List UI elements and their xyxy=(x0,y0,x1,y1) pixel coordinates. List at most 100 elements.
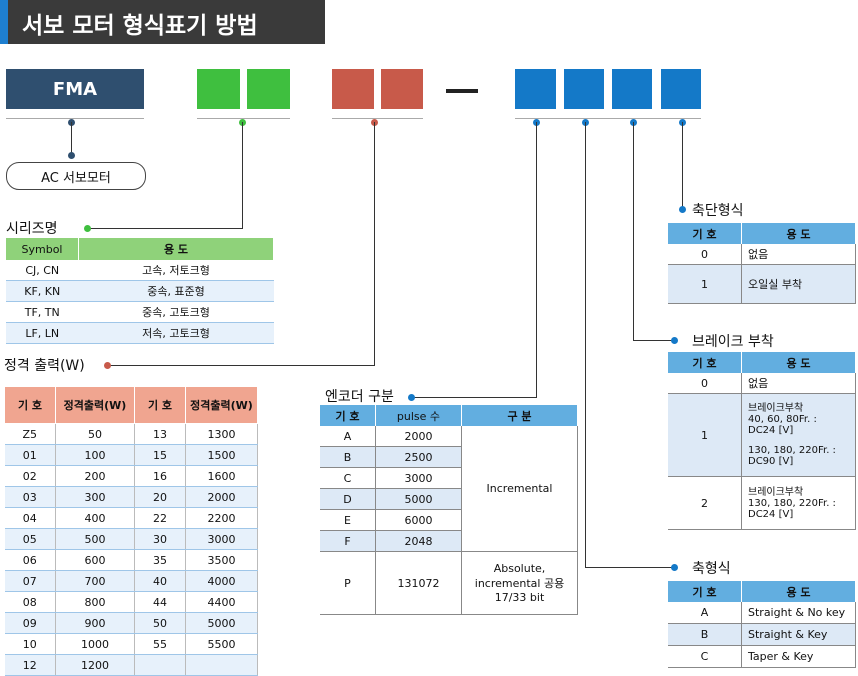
encoder-label: 엔코더 구분 xyxy=(325,389,394,405)
encoder-type-absolute: Absolute, incremental 공용 17/33 bit xyxy=(461,551,578,615)
code-box-shaft-end xyxy=(661,69,701,109)
table-cell: 0 xyxy=(668,244,742,265)
table-cell: 44 xyxy=(134,591,186,613)
table-cell: 03 xyxy=(4,486,56,508)
series-label: 시리즈명 xyxy=(6,221,58,237)
table-header-row: 기 호 정격출력(W) 기 호 정격출력(W) xyxy=(4,386,258,424)
table-header: 용 도 xyxy=(741,581,856,602)
table-cell: 1500 xyxy=(185,444,258,466)
text-line: 130, 180, 220Fr. : xyxy=(748,445,836,456)
title-bar xyxy=(0,0,325,44)
table-cell: 800 xyxy=(55,591,135,613)
table-cell: 30 xyxy=(134,528,186,550)
text-line: 브레이크부착 xyxy=(748,486,804,498)
table-header-row: 기 호 pulse 수 구 분 xyxy=(320,405,578,426)
underline-power xyxy=(332,118,423,119)
table-cell: 저속, 고토크형 xyxy=(78,322,274,344)
table-cell: 3500 xyxy=(185,549,258,571)
table-cell: 없음 xyxy=(741,373,856,394)
table-cell: A xyxy=(320,426,376,447)
table-cell: 고속, 저토크형 xyxy=(78,260,274,281)
table-cell: 2200 xyxy=(185,507,258,529)
title-accent xyxy=(0,0,8,44)
table-header: 기 호 xyxy=(668,581,742,602)
table-cell: 16 xyxy=(134,465,186,487)
connector-line-brake-h xyxy=(633,340,672,341)
connector-dot-brake-end xyxy=(671,337,678,344)
table-row: P 131072 Absolute, incremental 공용 17/33 … xyxy=(320,551,578,615)
table-cell: 700 xyxy=(55,570,135,592)
table-cell: 600 xyxy=(55,549,135,571)
table-cell: 400 xyxy=(55,507,135,529)
underline-series xyxy=(197,118,290,119)
encoder-type-incremental: Incremental xyxy=(461,426,578,552)
table-header-row: Symbol 용 도 xyxy=(6,238,274,260)
table-cell: 300 xyxy=(55,486,135,508)
table-cell: D xyxy=(320,488,376,510)
code-box-series-2 xyxy=(247,69,290,109)
table-cell: 5000 xyxy=(185,612,258,634)
text-line: Absolute, xyxy=(493,562,546,575)
table-cell: B xyxy=(320,446,376,468)
table-cell: 100 xyxy=(55,444,135,466)
table-cell: 3000 xyxy=(375,467,462,489)
table-cell: 13 xyxy=(134,423,186,445)
table-header: 기 호 xyxy=(668,352,742,373)
table-cell: 15 xyxy=(134,444,186,466)
table-cell: 1300 xyxy=(185,423,258,445)
connector-dot-encoder-end xyxy=(408,394,415,401)
table-cell: TF, TN xyxy=(6,301,79,323)
table-cell: 1000 xyxy=(55,633,135,655)
table-cell: 04 xyxy=(4,507,56,529)
code-box-power-2 xyxy=(381,69,423,109)
table-header: 기 호 xyxy=(134,386,186,424)
table-cell: C xyxy=(320,467,376,489)
table-cell: 중속, 고토크형 xyxy=(78,301,274,323)
table-cell: KF, KN xyxy=(6,280,79,302)
table-cell: 오일실 부착 xyxy=(741,264,856,304)
code-box-shaft xyxy=(564,69,604,109)
table-cell: 55 xyxy=(134,633,186,655)
spacer xyxy=(748,436,855,445)
connector-line-brake-v xyxy=(633,122,634,341)
table-header-row: 기 호 용 도 xyxy=(668,352,856,373)
connector-line-shaft-h xyxy=(585,567,672,568)
table-cell: 50 xyxy=(134,612,186,634)
shaft-label: 축형식 xyxy=(692,561,731,577)
connector-line-encoder-h xyxy=(414,397,537,398)
page-title: 서보 모터 형식표기 방법 xyxy=(22,13,258,39)
table-cell: 131072 xyxy=(375,551,462,615)
text-line: incremental 공용 xyxy=(474,577,565,590)
table-header: 정격출력(W) xyxy=(55,386,135,424)
table-cell: 1600 xyxy=(185,465,258,487)
table-header: 용 도 xyxy=(741,223,856,244)
code-box-power-1 xyxy=(332,69,374,109)
table-cell: 2000 xyxy=(375,426,462,447)
table-header: Symbol xyxy=(6,238,79,260)
table-cell: 중속, 표준형 xyxy=(78,280,274,302)
table-cell: LF, LN xyxy=(6,322,79,344)
table-cell: 2500 xyxy=(375,446,462,468)
table-header: 용 도 xyxy=(741,352,856,373)
table-cell: 01 xyxy=(4,444,56,466)
table-cell: 2000 xyxy=(185,486,258,508)
table-cell xyxy=(134,654,186,676)
table-cell xyxy=(185,654,258,676)
table-cell: 브레이크부착 130, 180, 220Fr. : DC24 [V] xyxy=(741,476,856,530)
table-cell: 500 xyxy=(55,528,135,550)
code-box-series-1 xyxy=(197,69,240,109)
table-header: 기 호 xyxy=(4,386,56,424)
